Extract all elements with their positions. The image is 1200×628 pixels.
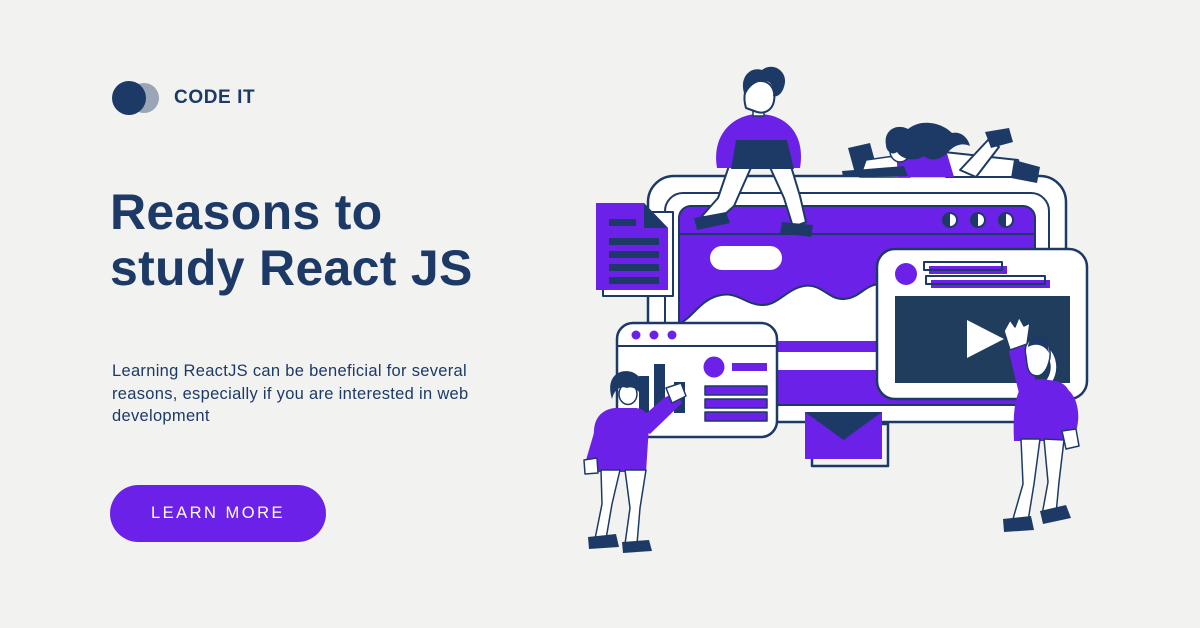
brand-logo: CODE IT <box>112 81 255 115</box>
description-text: Learning ReactJS can be beneficial for s… <box>112 362 469 425</box>
play-icon <box>967 320 1004 358</box>
person-lying-laptop <box>842 122 1040 183</box>
logo-circle-dark <box>112 81 146 115</box>
envelope-icon <box>805 412 890 468</box>
illustration <box>583 66 1089 553</box>
window-controls-icon <box>942 212 1014 228</box>
avatar <box>895 263 917 285</box>
page-title: Reasons to study React JS <box>110 184 473 296</box>
search-pill <box>710 246 782 270</box>
brand-name: CODE IT <box>174 87 256 108</box>
avatar <box>703 356 725 378</box>
laptop-icon <box>842 166 908 177</box>
document-icon <box>596 203 674 297</box>
person-watching-video <box>1003 316 1080 532</box>
brand-logo-icon <box>112 81 162 115</box>
learn-more-button[interactable]: LEARN MORE <box>110 485 326 542</box>
person-pointing-chart <box>583 371 687 553</box>
page-title-line1: Reasons to <box>110 184 383 240</box>
laptop-icon <box>731 140 794 169</box>
page-title-line2: study React JS <box>110 240 473 296</box>
person-sitting-laptop <box>694 66 813 237</box>
